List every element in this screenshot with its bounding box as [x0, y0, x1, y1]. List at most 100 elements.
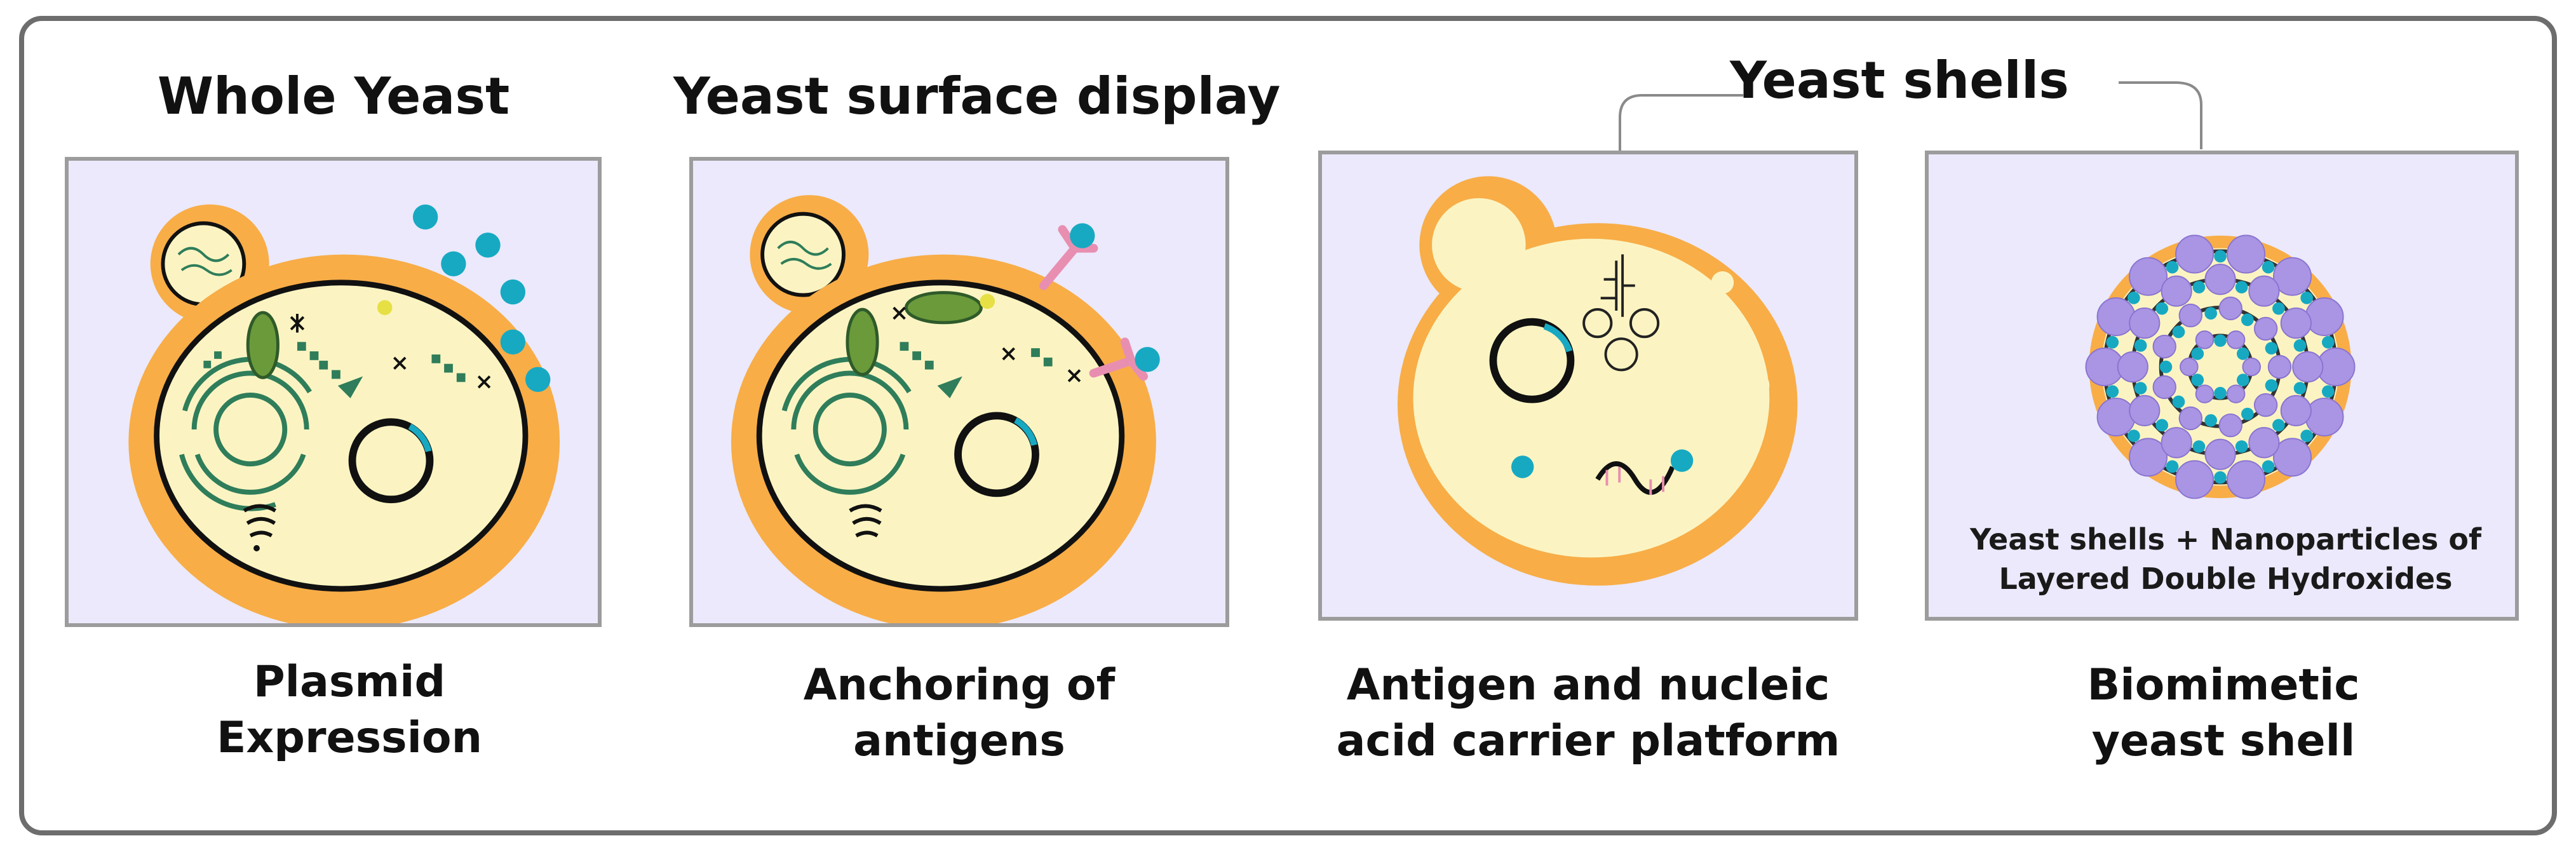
plasmid-icon [954, 412, 1039, 497]
antigen-dot [2241, 407, 2254, 421]
nanoparticle [2096, 397, 2136, 436]
nanoparticle [2248, 275, 2280, 307]
antigen-dot [2214, 471, 2227, 484]
antigen-dot [2155, 419, 2169, 432]
anchor-protein-icon [1039, 225, 1149, 381]
nanoparticle [2226, 330, 2246, 349]
antigen-dot [2235, 440, 2248, 453]
antigen-dot [2321, 335, 2335, 349]
antigen-dot [2191, 374, 2204, 386]
nanoparticle [2273, 257, 2312, 296]
nanoparticle [2195, 384, 2215, 403]
panel-yeast-surface-display [689, 157, 1229, 627]
antigen-dot [2321, 385, 2335, 398]
antigen-dot [2166, 460, 2179, 473]
nanoparticle [2273, 438, 2312, 477]
nanoparticle [2248, 427, 2280, 459]
antigen-dot [2128, 429, 2140, 442]
antigen-dot [2235, 281, 2248, 294]
antigen-dot [2204, 414, 2218, 427]
nanoparticle [2180, 357, 2199, 377]
nucleus-icon [781, 356, 912, 495]
note-line-1: Yeast shells + Nanoparticles of [1969, 522, 2482, 557]
antigen-dot [2159, 360, 2173, 374]
antigen-dot [2106, 335, 2119, 349]
nanoparticle-note: Yeast shells + Nanoparticles of Layered … [1929, 520, 2515, 598]
antigen-dot [2214, 250, 2227, 263]
nanoparticle [2226, 384, 2246, 403]
panel-biomimetic-shell: Yeast shells + Nanoparticles of Layered … [1925, 151, 2519, 621]
nanoparticle [2267, 354, 2292, 379]
nanoparticle [2218, 413, 2242, 438]
antigen-icon [412, 204, 551, 392]
nanoparticle [2175, 460, 2215, 499]
antigen-dot [2262, 260, 2275, 274]
antigen-dot [2214, 386, 2227, 400]
yeast-cell-icon [1397, 176, 1798, 586]
nucleus-icon [179, 356, 312, 511]
antigen-dot [2192, 281, 2206, 294]
antigen-dot [2300, 429, 2314, 442]
nanoparticle [2117, 351, 2148, 383]
plasmid-icon [348, 418, 434, 504]
antigen-dot [2172, 395, 2185, 408]
nanoparticle [2305, 397, 2344, 436]
antigen-dot [2272, 419, 2285, 432]
antigen-dot [2214, 334, 2227, 348]
nanoparticle [2227, 234, 2266, 274]
nanoparticle [2178, 406, 2203, 431]
nanoparticle [2129, 307, 2161, 339]
nanoparticle [2305, 297, 2344, 337]
antigen-dot [2236, 347, 2249, 360]
antigen-dot [2204, 307, 2218, 320]
antigen-dot [2236, 374, 2249, 386]
nanoparticle [2242, 357, 2261, 377]
nanoparticle [2253, 393, 2278, 417]
nanoparticle-icon [2085, 234, 2356, 499]
mitochondrion-icon [846, 307, 879, 376]
antigen-icon [1511, 449, 1694, 478]
nanoparticle [2129, 257, 2168, 296]
nanoparticle [2161, 427, 2192, 459]
antigen-dot [2172, 325, 2185, 339]
antigen-dot [2191, 347, 2204, 360]
nanoparticle [2161, 275, 2192, 307]
antigen-dot [2262, 460, 2275, 473]
title-yeast-shells: Yeast shells [1730, 51, 2069, 110]
title-yeast-surface-display: Yeast surface display [673, 67, 1281, 126]
nanoparticle [2292, 351, 2324, 383]
yeast-cell-icon [731, 195, 1160, 623]
antigen-dot [2155, 302, 2169, 315]
antigen-dot [2300, 292, 2314, 304]
title-whole-yeast: Whole Yeast [157, 67, 510, 126]
nanoparticle [2204, 438, 2236, 470]
plasmid-icon [1489, 318, 1575, 403]
nucleic-acid-icon [1582, 254, 1660, 372]
antigen-dot [2241, 313, 2254, 327]
antigen-dot [2106, 385, 2119, 398]
nanoparticle [2152, 334, 2176, 359]
nanoparticle [2227, 460, 2266, 499]
antigen-dot [2192, 440, 2206, 453]
nanoparticle [2096, 297, 2136, 337]
antigen-dot [2128, 292, 2140, 304]
nanoparticle [2175, 234, 2215, 274]
nanoparticle [2280, 395, 2312, 426]
antigen-dot [2293, 382, 2307, 395]
antigen-dot [2265, 342, 2278, 355]
nanoparticle [2195, 330, 2215, 349]
antigen-icon [1070, 223, 1160, 372]
antigen-dot [2272, 302, 2285, 315]
nanoparticle [2129, 395, 2161, 426]
nanoparticle [2152, 375, 2176, 400]
antigen-dot [2134, 339, 2147, 352]
antigen-dot [2134, 382, 2147, 395]
nanoparticle [2280, 307, 2312, 339]
panel-whole-yeast [65, 157, 602, 627]
nanoparticle [2129, 438, 2168, 477]
